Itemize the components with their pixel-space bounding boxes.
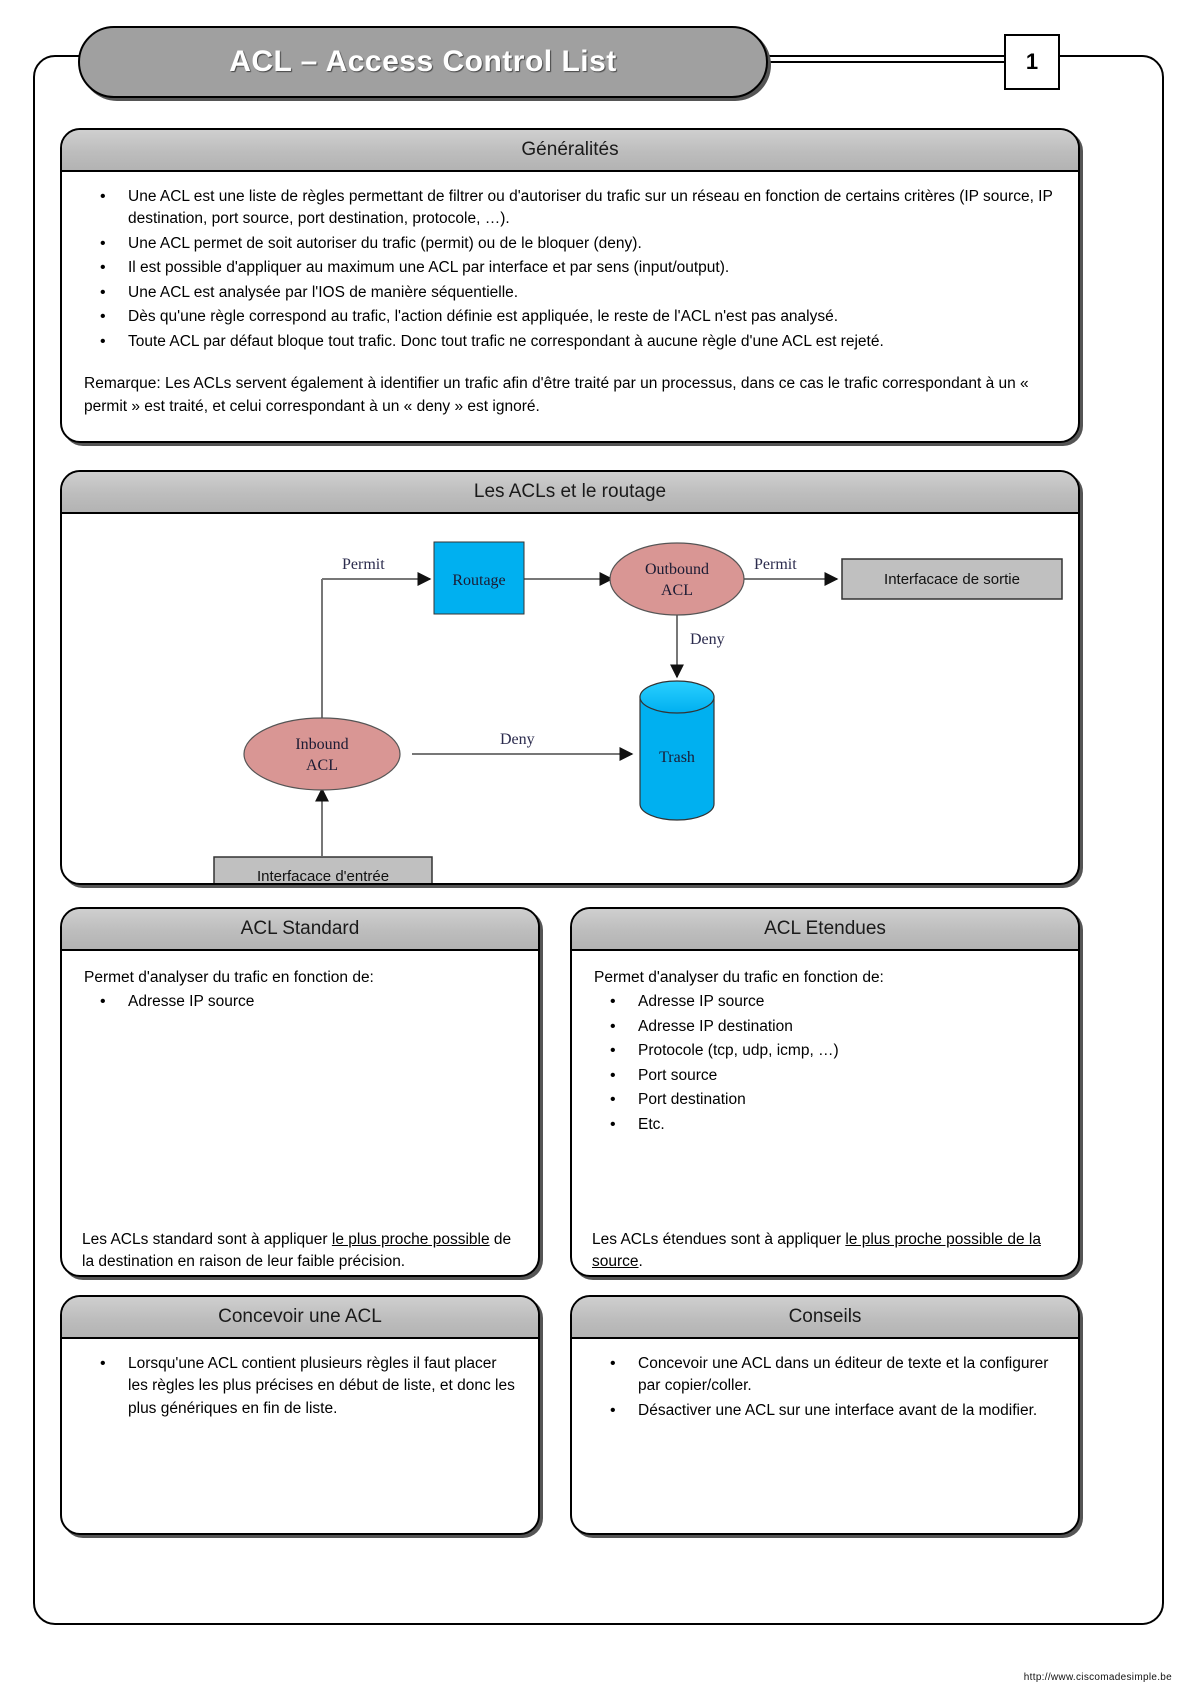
node-trash: Trash — [639, 680, 715, 821]
panel-acl-standard-body: Permet d'analyser du trafic en fonction … — [62, 951, 538, 1275]
node-interface-entree: Interfacace d'entrée — [213, 856, 433, 884]
list-item: Toute ACL par défaut bloque tout trafic.… — [82, 330, 1058, 354]
panel-generalites-body: Une ACL est une liste de règles permetta… — [62, 172, 1078, 441]
acl-standard-closing: Les ACLs standard sont à appliquer le pl… — [82, 1229, 520, 1274]
acl-standard-closing-pre: Les ACLs standard sont à appliquer — [82, 1230, 332, 1248]
edge-label-permit-in: Permit — [342, 556, 385, 573]
node-trash-label: Trash — [659, 749, 695, 766]
panel-acl-routage-body: Permit Permit Deny Deny Routage Outbound… — [62, 514, 1078, 884]
list-item: Une ACL est une liste de règles permetta… — [82, 185, 1058, 231]
panel-acl-etendues-title: ACL Etendues — [764, 918, 886, 939]
acl-etendues-closing-pre: Les ACLs étendues sont à appliquer — [592, 1230, 846, 1248]
footer-source-url[interactable]: http://www.ciscomadesimple.be — [1023, 1672, 1172, 1683]
list-item: Dès qu'une règle correspond au trafic, l… — [82, 305, 1058, 329]
panel-acl-standard-title: ACL Standard — [240, 918, 360, 939]
edge-label-deny-outbound: Deny — [690, 631, 725, 648]
edge-label-permit-out: Permit — [754, 556, 797, 573]
node-outbound-acl: Outbound ACL — [609, 542, 745, 616]
page-title: ACL – Access Control List — [229, 45, 617, 78]
panel-generalites-header: Généralités — [62, 130, 1078, 172]
panel-acl-etendues: ACL Etendues Permet d'analyser du trafic… — [570, 907, 1080, 1277]
panel-acl-standard: ACL Standard Permet d'analyser du trafic… — [60, 907, 540, 1277]
acl-etendues-intro: Permet d'analyser du trafic en fonction … — [594, 969, 884, 986]
node-interface-entree-label: Interfacace d'entrée — [257, 868, 389, 884]
page-number-label: 1 — [1025, 49, 1039, 74]
node-interface-sortie-label: Interfacace de sortie — [884, 571, 1020, 588]
panel-conseils-body: Concevoir une ACL dans un éditeur de tex… — [572, 1339, 1078, 1434]
acl-etendues-closing-post: . — [638, 1253, 643, 1271]
panel-acl-standard-header: ACL Standard — [62, 909, 538, 951]
acl-standard-closing-post: de la destination en raison de leur faib… — [82, 1230, 512, 1271]
list-item: Port source — [592, 1064, 1058, 1088]
acl-standard-bullet-list: Adresse IP source — [82, 990, 518, 1014]
node-interface-sortie: Interfacace de sortie — [841, 558, 1063, 600]
document-title-banner: ACL – Access Control List — [78, 26, 768, 98]
panel-conseils: Conseils Concevoir une ACL dans un édite… — [570, 1295, 1080, 1535]
node-outbound-acl-label-line2: ACL — [661, 582, 693, 599]
acl-standard-closing-emphasis: le plus proche possible — [331, 1230, 490, 1248]
acl-etendues-closing: Les ACLs étendues sont à appliquer le pl… — [592, 1229, 1060, 1274]
list-item: Port destination — [592, 1088, 1058, 1112]
generalites-note: Remarque: Les ACLs servent également à i… — [84, 375, 1029, 415]
panel-generalites: Généralités Une ACL est une liste de règ… — [60, 128, 1080, 443]
title-connector-line — [766, 61, 1007, 63]
conseils-bullet-list: Concevoir une ACL dans un éditeur de tex… — [592, 1352, 1058, 1423]
panel-acl-etendues-body: Permet d'analyser du trafic en fonction … — [572, 951, 1078, 1275]
list-item: Protocole (tcp, udp, icmp, …) — [592, 1039, 1058, 1063]
panel-conseils-header: Conseils — [572, 1297, 1078, 1339]
panel-generalites-title: Généralités — [521, 139, 619, 160]
node-inbound-acl-label-line2: ACL — [306, 757, 338, 774]
acl-etendues-closing-emphasis: le plus proche possible de la source — [592, 1230, 1041, 1271]
acl-etendues-bullet-list: Adresse IP source Adresse IP destination… — [592, 990, 1058, 1137]
panel-concevoir-acl-title: Concevoir une ACL — [218, 1306, 382, 1327]
acl-routing-flow-diagram: Permit Permit Deny Deny Routage Outbound… — [62, 514, 1078, 884]
list-item: Concevoir une ACL dans un éditeur de tex… — [592, 1352, 1058, 1398]
edge-label-deny-inbound: Deny — [500, 731, 535, 748]
list-item: Adresse IP source — [82, 990, 518, 1014]
panel-acl-routage: Les ACLs et le routage — [60, 470, 1080, 885]
panel-acl-etendues-header: ACL Etendues — [572, 909, 1078, 951]
panel-acl-routage-header: Les ACLs et le routage — [62, 472, 1078, 514]
panel-concevoir-acl-header: Concevoir une ACL — [62, 1297, 538, 1339]
acl-standard-intro: Permet d'analyser du trafic en fonction … — [84, 969, 374, 986]
node-inbound-acl: Inbound ACL — [243, 717, 401, 791]
list-item: Une ACL est analysée par l'IOS de manièr… — [82, 281, 1058, 305]
concevoir-bullet-list: Lorsqu'une ACL contient plusieurs règles… — [82, 1352, 518, 1420]
list-item: Adresse IP source — [592, 990, 1058, 1014]
panel-acl-routage-title: Les ACLs et le routage — [473, 481, 667, 502]
panel-conseils-title: Conseils — [788, 1306, 862, 1327]
node-routage-label: Routage — [452, 572, 505, 589]
list-item: Désactiver une ACL sur une interface ava… — [592, 1399, 1058, 1423]
page-number-box: 1 — [1004, 34, 1060, 90]
node-outbound-acl-label-line1: Outbound — [645, 561, 709, 578]
node-inbound-acl-label-line1: Inbound — [295, 736, 348, 753]
panel-concevoir-acl-body: Lorsqu'une ACL contient plusieurs règles… — [62, 1339, 538, 1432]
list-item: Etc. — [592, 1113, 1058, 1137]
node-routage: Routage — [433, 541, 525, 615]
panel-concevoir-acl: Concevoir une ACL Lorsqu'une ACL contien… — [60, 1295, 540, 1535]
generalites-bullet-list: Une ACL est une liste de règles permetta… — [82, 185, 1058, 354]
list-item: Une ACL permet de soit autoriser du traf… — [82, 232, 1058, 256]
list-item: Lorsqu'une ACL contient plusieurs règles… — [82, 1352, 518, 1420]
list-item: Adresse IP destination — [592, 1015, 1058, 1039]
list-item: Il est possible d'appliquer au maximum u… — [82, 256, 1058, 280]
